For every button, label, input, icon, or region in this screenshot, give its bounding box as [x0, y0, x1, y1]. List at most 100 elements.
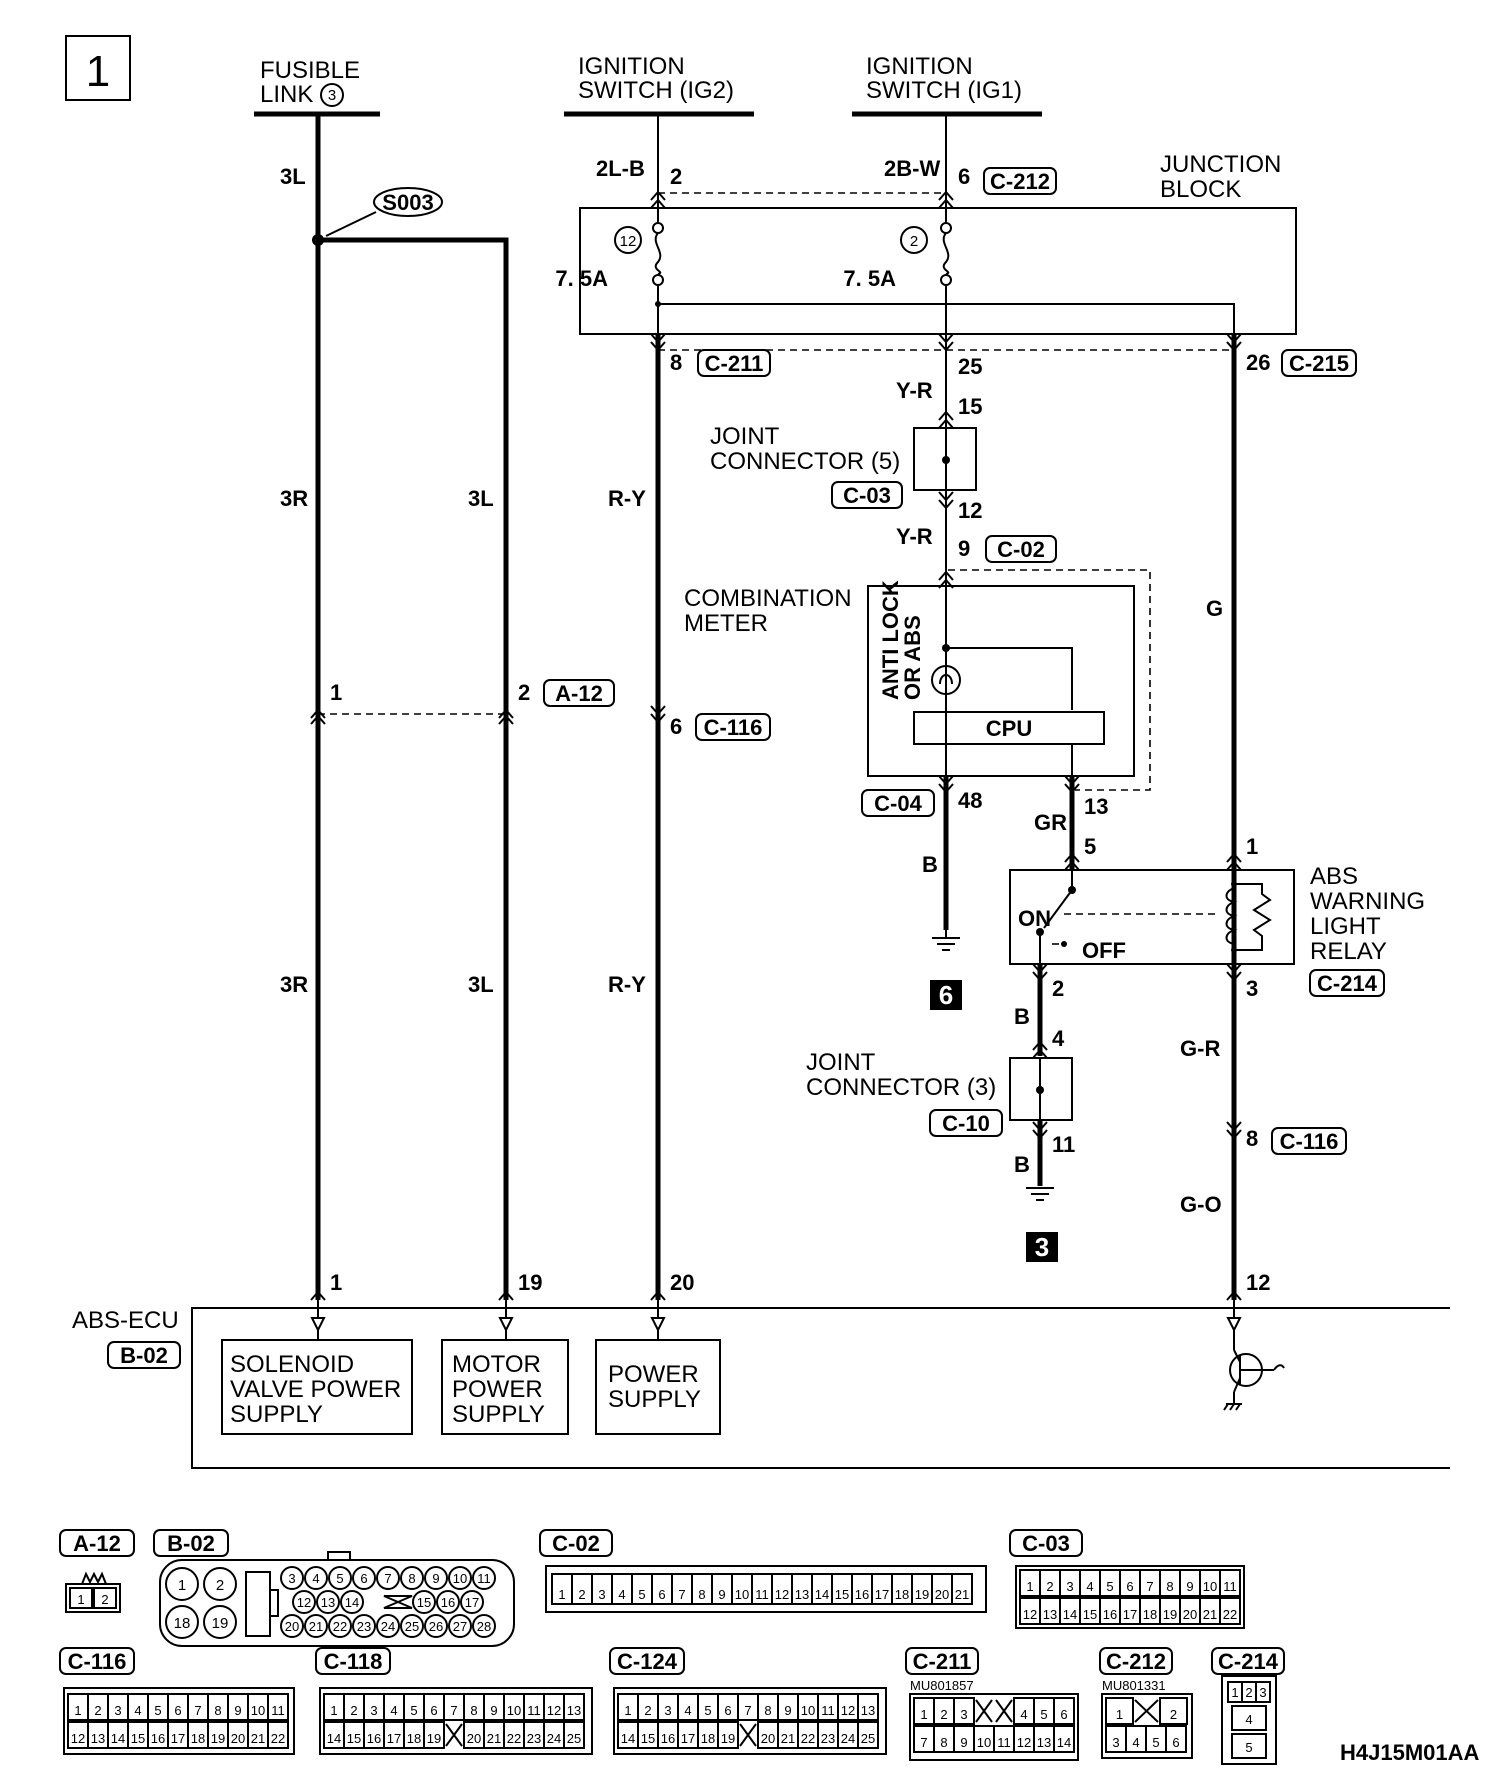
pin-number: 16	[855, 1587, 869, 1602]
wire-3L-branch	[318, 237, 509, 1300]
pin-number: 13	[795, 1587, 809, 1602]
svg-text:SUPPLY: SUPPLY	[452, 1401, 545, 1428]
pin-number: 5	[410, 1703, 417, 1718]
svg-text:1: 1	[1246, 834, 1258, 859]
wire-color-labels: 3L 3R 3R 3L 3L 2L-B 2B-W R-Y R-Y Y-R Y-R…	[280, 156, 1223, 1217]
pin-cavity-empty	[995, 1699, 1013, 1723]
pin-cell	[376, 1614, 400, 1638]
svg-text:B: B	[1014, 1004, 1030, 1029]
svg-text:6: 6	[939, 980, 953, 1010]
pin-number: 12	[71, 1731, 85, 1746]
pin-number: 25	[567, 1731, 581, 1746]
pin-number: 11	[1223, 1579, 1237, 1594]
pin-number: 11	[755, 1587, 769, 1602]
pin-number: 21	[781, 1731, 795, 1746]
svg-text:C-02: C-02	[997, 537, 1045, 562]
pin-number: 3	[1066, 1579, 1073, 1594]
svg-text:CONNECTOR (3): CONNECTOR (3)	[806, 1074, 996, 1101]
pin-number: 4	[1132, 1735, 1139, 1750]
pin-cell	[165, 1567, 199, 1601]
abs-warning-lamp-icon	[931, 665, 961, 695]
pin-number: 20	[467, 1731, 481, 1746]
pin-cell	[304, 1566, 328, 1590]
svg-text:B: B	[1014, 1152, 1030, 1177]
pin-number: 18	[1143, 1607, 1157, 1622]
svg-text:C-116: C-116	[68, 1649, 127, 1674]
joint-connector-5: JOINT CONNECTOR (5) C-03	[710, 423, 977, 509]
cpu-block	[913, 711, 1105, 745]
pin-number: 7	[450, 1703, 457, 1718]
transistor-icon	[1223, 1330, 1285, 1411]
pin-number: 12	[547, 1703, 561, 1718]
svg-text:C-116: C-116	[704, 715, 763, 740]
pin-number: 4	[1086, 1579, 1093, 1594]
pin-number: 6	[360, 1571, 367, 1586]
pin-number: 2	[1046, 1579, 1053, 1594]
pin-number: 1	[558, 1587, 565, 1602]
svg-text:3L: 3L	[468, 972, 494, 997]
svg-text:METER: METER	[684, 610, 768, 637]
svg-text:3L: 3L	[280, 164, 306, 189]
pin-cell	[1219, 1597, 1241, 1625]
svg-text:C-215: C-215	[1289, 351, 1349, 376]
svg-text:WARNING: WARNING	[1310, 888, 1425, 915]
pin-cell	[292, 1590, 316, 1614]
pin-number: 18	[895, 1587, 909, 1602]
svg-text:3R: 3R	[280, 972, 308, 997]
pin-cell	[448, 1566, 472, 1590]
pin-number: 7	[384, 1571, 391, 1586]
svg-text:COMBINATION: COMBINATION	[684, 585, 852, 612]
pin-number: 6	[658, 1587, 665, 1602]
pin-number: 28	[477, 1619, 491, 1634]
pin-number: 4	[134, 1703, 141, 1718]
svg-text:CONNECTOR (5): CONNECTOR (5)	[710, 448, 900, 475]
pin-cell	[304, 1614, 328, 1638]
pin-number: 7	[920, 1735, 927, 1750]
pin-number: 17	[171, 1731, 185, 1746]
svg-text:12: 12	[1246, 1270, 1270, 1295]
svg-text:2: 2	[101, 1592, 108, 1607]
svg-text:C-214: C-214	[1317, 971, 1378, 996]
svg-text:Y-R: Y-R	[896, 378, 933, 403]
pin-number: 21	[1203, 1607, 1217, 1622]
pin-number: 20	[285, 1619, 299, 1634]
pin-number: 10	[251, 1703, 265, 1718]
pin-number: 16	[661, 1731, 675, 1746]
pin-number: 10	[977, 1735, 991, 1750]
svg-text:3R: 3R	[280, 486, 308, 511]
svg-text:3L: 3L	[468, 486, 494, 511]
abs-ecu: ABS-ECU B-02 SOLENOID VALVE POWER SUPPLY…	[72, 1300, 1450, 1469]
svg-text:LIGHT: LIGHT	[1310, 913, 1381, 940]
svg-text:C-124: C-124	[617, 1649, 678, 1674]
pin-cell	[460, 1590, 484, 1614]
solenoid-valve-power-supply	[221, 1339, 413, 1435]
pin-cell	[951, 1573, 973, 1605]
pin-number: 12	[775, 1587, 789, 1602]
pin-number: 10	[801, 1703, 815, 1718]
pin-cell	[328, 1614, 352, 1638]
svg-text:CPU: CPU	[986, 716, 1032, 741]
joint-connector-3: JOINT CONNECTOR (3) C-10	[806, 1049, 1073, 1137]
pin-cell	[857, 1693, 879, 1721]
pin-number: 19	[915, 1587, 929, 1602]
pin-number: 12	[1017, 1735, 1031, 1750]
pin-number: 1	[178, 1577, 186, 1594]
pin-number: 22	[271, 1731, 285, 1746]
pin-number: 8	[214, 1703, 221, 1718]
pin-number: 14	[815, 1587, 829, 1602]
svg-text:19: 19	[518, 1270, 542, 1295]
pin-number: 20	[231, 1731, 245, 1746]
svg-text:A-12: A-12	[73, 1531, 121, 1556]
svg-text:JUNCTION: JUNCTION	[1160, 151, 1281, 178]
pin-number: 21	[251, 1731, 265, 1746]
pin-number: 8	[408, 1571, 415, 1586]
pin-number: 3	[288, 1571, 295, 1586]
pin-number: 5	[1106, 1579, 1113, 1594]
svg-text:R-Y: R-Y	[608, 972, 646, 997]
svg-text:VALVE POWER: VALVE POWER	[230, 1376, 401, 1403]
pin-cell	[472, 1614, 496, 1638]
pin-number: 4	[684, 1703, 691, 1718]
